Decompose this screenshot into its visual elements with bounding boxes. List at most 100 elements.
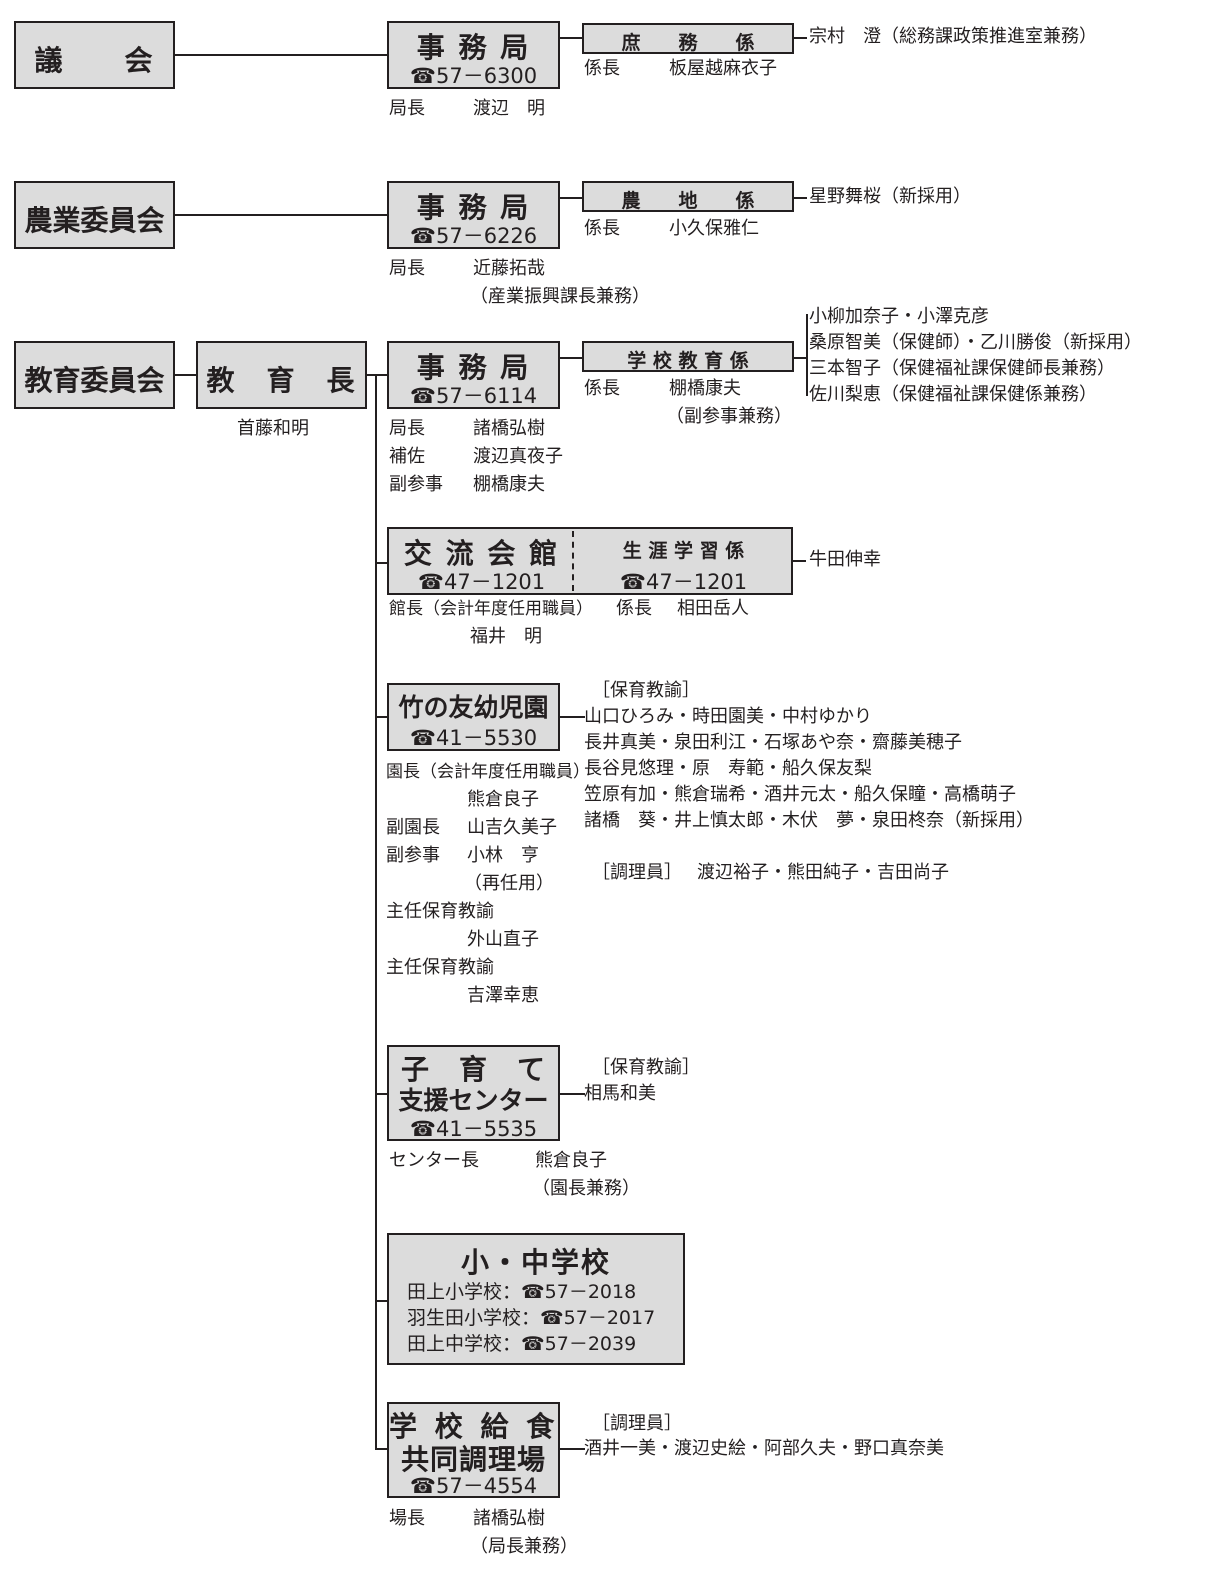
agri-head-title: 局長 — [389, 258, 425, 279]
kinder-sub-name: 小林 亨 — [467, 845, 539, 866]
hall-chief-name: 相田岳人 — [677, 598, 749, 619]
school-item: 田上小学校：☎57－2018 — [407, 1281, 637, 1303]
edu-sub-title: 副参事 — [389, 474, 443, 495]
connector — [175, 374, 197, 376]
superintendent-box: 教 育 長 — [196, 341, 367, 409]
assembly-staff: 宗村 澄（総務課政策推進室兼務） — [809, 26, 1097, 47]
center-staff: 相馬和美 — [584, 1083, 656, 1104]
connector — [375, 1300, 388, 1302]
hall-head-label: 館長（会計年度任用職員） — [389, 599, 593, 619]
hall-title: 交 流 会 館 — [403, 537, 560, 570]
edu-name: 教育委員会 — [24, 364, 165, 397]
kitchen-tel: ☎57－4554 — [409, 1474, 538, 1498]
agri-office-title: 事 務 局 — [416, 191, 531, 224]
connector — [559, 357, 583, 359]
kinder-cook-label: ［調理員］ — [592, 862, 682, 883]
edu-staff-line: 桑原智美（保健師）・乙川勝俊（新採用） — [809, 332, 1142, 353]
edu-office-box: 事 務 局 ☎57－6114 — [387, 341, 560, 409]
kinder-staff-line: 長井真美・泉田利江・石塚あや奈・齋藤美穂子 — [584, 732, 962, 753]
hall-box: 交 流 会 館 ☎47－1201 生 涯 学 習 係 ☎47－1201 — [387, 527, 793, 595]
connector — [375, 716, 388, 718]
kinder-chief2-title: 主任保育教諭 — [386, 957, 494, 978]
assembly-office-box: 事 務 局 ☎57－6300 — [387, 21, 560, 89]
agri-staff: 星野舞桜（新採用） — [809, 186, 971, 207]
schools-title: 小・中学校 — [460, 1246, 611, 1279]
kinder-chief1-name: 外山直子 — [467, 929, 539, 950]
kinder-box: 竹の友幼児園 ☎41－5530 — [387, 683, 560, 751]
kinder-chief2-name: 吉澤幸恵 — [467, 985, 539, 1006]
superintendent-name: 首藤和明 — [237, 418, 309, 439]
center-title-1: 子 育 て — [400, 1053, 546, 1086]
assembly-office-tel: ☎57－6300 — [409, 64, 538, 88]
agri-section-title: 農 地 係 — [621, 190, 755, 212]
agri-section-box: 農 地 係 — [582, 181, 794, 212]
hall-divider — [572, 531, 574, 591]
kinder-staff-line: 笠原有加・熊倉瑞希・酒井元太・船久保瞳・高橋萌子 — [584, 784, 1016, 805]
assembly-box: 議 会 — [14, 21, 175, 89]
edu-deputy-name: 渡辺真夜子 — [473, 446, 563, 467]
edu-staff-line: 三本智子（保健福祉課保健師長兼務） — [809, 358, 1115, 379]
superintendent-title: 教 育 長 — [206, 364, 357, 397]
edu-staff-line: 佐川梨恵（保健福祉課保健係兼務） — [809, 384, 1097, 405]
school-item: 羽生田小学校：☎57－2017 — [407, 1307, 656, 1329]
kinder-director-name: 熊倉良子 — [467, 789, 539, 810]
connector — [366, 374, 376, 376]
assembly-name: 議 会 — [34, 44, 155, 77]
kitchen-staff: 酒井一美・渡辺史絵・阿部久夫・野口真奈美 — [584, 1438, 944, 1459]
connector — [559, 1093, 585, 1095]
connector — [793, 37, 807, 39]
assembly-chief-name: 板屋越麻衣子 — [669, 58, 777, 79]
connector — [375, 374, 388, 376]
kinder-staff-line: 長谷見悠理・原 寿範・船久保友梨 — [584, 758, 872, 779]
connector — [375, 562, 388, 564]
kitchen-box: 学 校 給 食 共同調理場 ☎57－4554 — [387, 1402, 560, 1498]
kitchen-title-2: 共同調理場 — [400, 1443, 546, 1476]
kitchen-head-name: 諸橋弘樹 — [473, 1508, 545, 1529]
edu-head-name: 諸橋弘樹 — [473, 418, 545, 439]
assembly-section-box: 庶 務 係 — [582, 23, 794, 54]
kinder-staff-label: ［保育教諭］ — [592, 680, 700, 701]
kinder-chief1-title: 主任保育教諭 — [386, 901, 494, 922]
agri-box: 農業委員会 — [14, 181, 175, 249]
edu-section-box: 学 校 教 育 係 — [582, 341, 794, 372]
kinder-sub-title: 副参事 — [386, 845, 440, 866]
schools-box: 小・中学校 田上小学校：☎57－2018 羽生田小学校：☎57－2017 田上中… — [387, 1233, 685, 1365]
assembly-section-title: 庶 務 係 — [621, 32, 755, 54]
edu-section-title: 学 校 教 育 係 — [627, 350, 749, 372]
connector — [375, 1448, 388, 1450]
agri-head-note: （産業振興課長兼務） — [470, 286, 650, 307]
connector — [793, 357, 807, 359]
kinder-vice-title: 副園長 — [386, 817, 440, 838]
edu-deputy-title: 補佐 — [389, 446, 425, 467]
assembly-head-title: 局長 — [389, 98, 425, 119]
kinder-sub-note: （再任用） — [464, 873, 554, 894]
edu-office-tel: ☎57－6114 — [409, 384, 538, 408]
edu-sub-name: 棚橋康夫 — [473, 474, 545, 495]
center-staff-label: ［保育教諭］ — [592, 1057, 700, 1078]
edu-office-title: 事 務 局 — [416, 351, 531, 384]
hall-chief-title: 係長 — [616, 598, 652, 619]
kinder-cooks: 渡辺裕子・熊田純子・吉田尚子 — [697, 862, 949, 883]
connector — [375, 1093, 388, 1095]
kinder-staff-line: 山口ひろみ・時田園美・中村ゆかり — [584, 706, 872, 727]
kitchen-staff-label: ［調理員］ — [592, 1413, 682, 1434]
connector — [806, 314, 808, 396]
agri-chief-name: 小久保雅仁 — [669, 218, 759, 239]
hall-tel: ☎47－1201 — [417, 570, 546, 594]
center-head-name: 熊倉良子 — [535, 1150, 607, 1171]
kitchen-head-title: 場長 — [389, 1508, 425, 1529]
connector — [793, 197, 807, 199]
connector — [175, 54, 388, 56]
connector — [792, 560, 806, 562]
edu-chief-note: （副参事兼務） — [666, 406, 792, 427]
connector — [559, 1448, 585, 1450]
kinder-director-label: 園長（会計年度任用職員） — [386, 762, 590, 782]
edu-staff-line: 小柳加奈子・小澤克彦 — [809, 306, 989, 327]
agri-name: 農業委員会 — [24, 204, 165, 237]
center-head-note: （園長兼務） — [532, 1178, 640, 1199]
hall-head-name: 福井 明 — [470, 626, 542, 647]
hall-staff: 牛田伸幸 — [809, 549, 881, 570]
center-box: 子 育 て 支援センター ☎41－5535 — [387, 1045, 560, 1141]
kinder-title: 竹の友幼児園 — [398, 693, 549, 722]
assembly-head-name: 渡辺 明 — [473, 98, 545, 119]
